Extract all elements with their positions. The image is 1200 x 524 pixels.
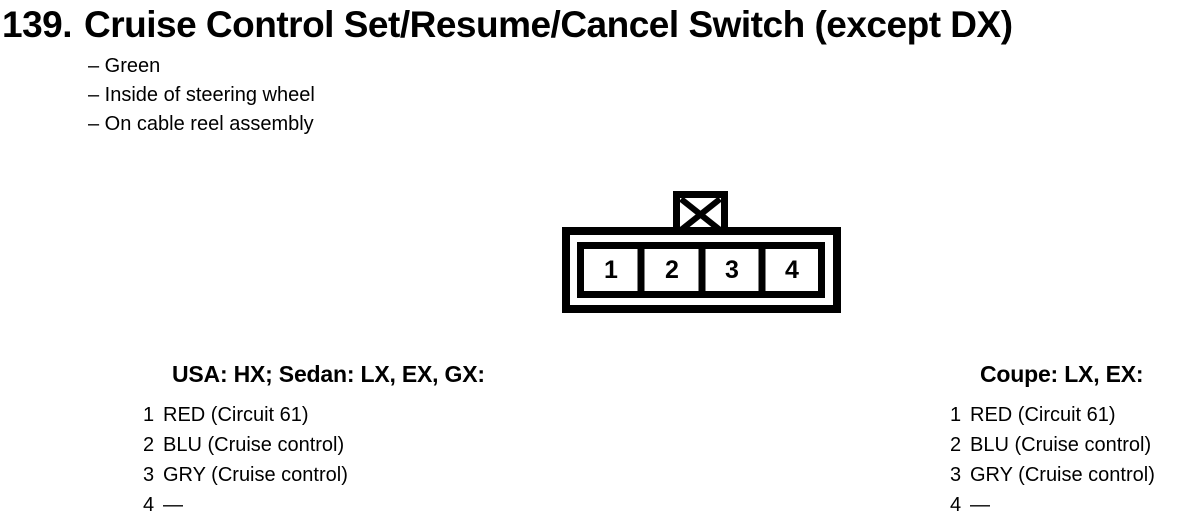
pin-number: 3: [950, 464, 962, 486]
pin-description: —: [970, 494, 990, 516]
pin-row: 2 BLU (Cruise control): [950, 430, 1155, 460]
connector-pin-1-label: 1: [604, 256, 618, 284]
pin-number: 1: [950, 404, 962, 426]
pin-description: RED (Circuit 61): [163, 404, 309, 426]
page-title: Cruise Control Set/Resume/Cancel Switch …: [84, 4, 1013, 45]
pin-description: BLU (Cruise control): [163, 434, 345, 456]
connector-pin-4-label: 4: [785, 256, 799, 284]
pin-number: 3: [143, 464, 155, 486]
note-item: – Inside of steering wheel: [88, 84, 315, 106]
pin-row: 1 RED (Circuit 61): [950, 400, 1155, 430]
pin-description: RED (Circuit 61): [970, 404, 1116, 426]
pin-row: 4 —: [143, 490, 485, 520]
pin-description: —: [163, 494, 183, 516]
pin-number: 2: [950, 434, 962, 456]
pin-row: 4 —: [950, 490, 1155, 520]
connector-pin-2-label: 2: [665, 256, 679, 284]
connector-diagram: 1 2 3 4: [562, 191, 841, 313]
pin-description: GRY (Cruise control): [163, 464, 348, 486]
pinout-heading: USA: HX; Sedan: LX, EX, GX:: [172, 361, 485, 387]
notes-list: – Green – Inside of steering wheel – On …: [88, 52, 315, 139]
pin-row: 1 RED (Circuit 61): [143, 400, 485, 430]
connector-pin-3-label: 3: [725, 256, 739, 284]
item-number: 139.: [2, 4, 73, 45]
pin-row: 2 BLU (Cruise control): [143, 430, 485, 460]
pin-row: 3 GRY (Cruise control): [950, 460, 1155, 490]
pin-number: 4: [143, 494, 155, 516]
note-item: – On cable reel assembly: [88, 113, 314, 135]
pin-description: BLU (Cruise control): [970, 434, 1152, 456]
pinout-rows: 1 RED (Circuit 61) 2 BLU (Cruise control…: [143, 400, 485, 520]
note-item: – Green: [88, 55, 161, 77]
pin-number: 2: [143, 434, 155, 456]
pin-description: GRY (Cruise control): [970, 464, 1155, 486]
pinout-coupe: Coupe: LX, EX: 1 RED (Circuit 61) 2 BLU …: [950, 362, 1155, 520]
pinout-rows: 1 RED (Circuit 61) 2 BLU (Cruise control…: [950, 400, 1155, 520]
pin-number: 1: [143, 404, 155, 426]
pinout-heading: Coupe: LX, EX:: [980, 361, 1144, 387]
pin-row: 3 GRY (Cruise control): [143, 460, 485, 490]
pinout-usa-sedan: USA: HX; Sedan: LX, EX, GX: 1 RED (Circu…: [143, 362, 485, 520]
pin-number: 4: [950, 494, 962, 516]
